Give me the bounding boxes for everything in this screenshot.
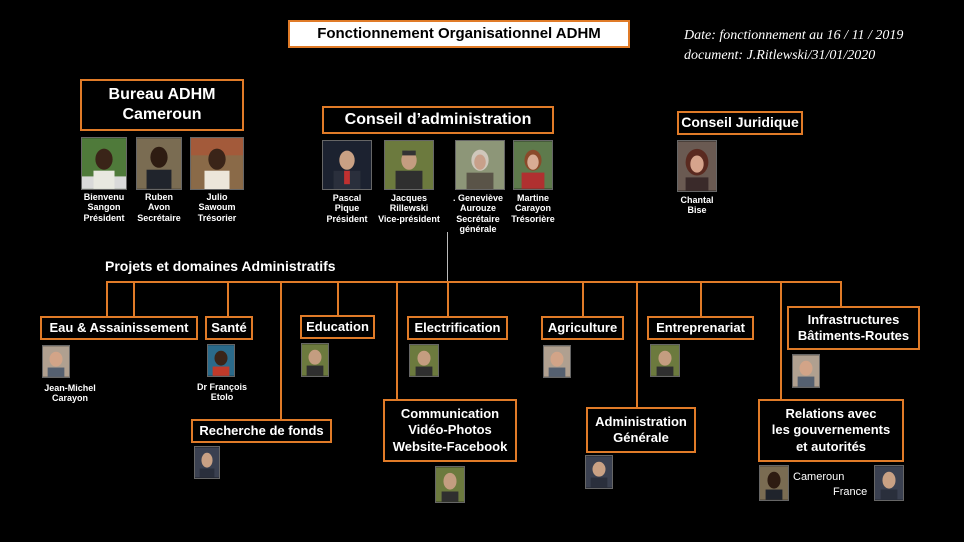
horizontal-branch-line xyxy=(106,281,842,283)
branch-administration xyxy=(636,281,638,407)
branch-eau-2 xyxy=(133,281,135,316)
domain-eau: Eau & Assainissement xyxy=(40,316,198,340)
photo-genevieve-aurouze xyxy=(455,140,505,190)
bureau-box: Bureau ADHM Cameroun xyxy=(80,79,244,131)
branch-relations xyxy=(780,281,782,399)
photo-francois-etolo xyxy=(207,344,235,377)
label-france: France xyxy=(833,486,868,498)
connector-admin-to-projects xyxy=(447,232,448,282)
branch-recherche xyxy=(280,281,282,420)
conseil-juridique-box: Conseil Juridique xyxy=(677,111,803,135)
photo-jean-michel-carayon xyxy=(42,345,70,378)
photo-communication xyxy=(435,466,465,503)
branch-electrification xyxy=(447,281,449,316)
conseil-admin-box: Conseil d’administration xyxy=(322,106,554,134)
photo-administration xyxy=(585,455,613,489)
photo-martine-carayon xyxy=(513,140,553,190)
branch-education xyxy=(337,281,339,315)
branch-eau xyxy=(106,281,108,316)
domain-entreprenariat: Entreprenariat xyxy=(647,316,754,340)
photo-infrastructures xyxy=(792,354,820,388)
meta-document: document: J.Ritlewski/31/01/2020 xyxy=(684,48,876,64)
photo-agriculture xyxy=(543,345,571,378)
label-cameroun: Cameroun xyxy=(793,471,845,483)
branch-infrastructures xyxy=(840,281,842,306)
meta-info: Date: fonctionnement au 16 / 11 / 2019 d… xyxy=(684,26,903,67)
photo-entreprenariat xyxy=(650,344,680,377)
photo-ruben-avon xyxy=(136,137,182,190)
domain-recherche: Recherche de fonds xyxy=(191,419,332,443)
branch-communication xyxy=(396,281,398,399)
branch-agriculture xyxy=(582,281,584,316)
photo-relations-france xyxy=(874,465,904,501)
photo-julio-sawoum xyxy=(190,137,244,190)
bureau-title-line2: Cameroun xyxy=(122,106,202,123)
photo-recherche xyxy=(194,446,220,479)
domain-education: Education xyxy=(300,315,375,339)
domain-sante: Santé xyxy=(205,316,253,340)
photo-pascal-pique xyxy=(322,140,372,190)
branch-sante xyxy=(227,281,229,316)
photo-jacques-rillewski xyxy=(384,140,434,190)
branch-entreprenariat xyxy=(700,281,702,316)
page-title: Fonctionnement Organisationnel ADHM xyxy=(288,20,630,48)
photo-education xyxy=(301,343,329,377)
meta-date: Date: fonctionnement au 16 / 11 / 2019 xyxy=(684,28,904,43)
domain-agriculture: Agriculture xyxy=(541,316,624,340)
photo-chantal-bise xyxy=(677,140,717,192)
photo-relations-cameroun xyxy=(759,465,789,501)
bureau-title-line1: Bureau ADHM xyxy=(108,86,216,103)
photo-electrification xyxy=(409,344,439,377)
photo-bienvenu-sangon xyxy=(81,137,127,190)
domain-electrification: Electrification xyxy=(407,316,508,340)
projets-heading: Projets et domaines Administratifs xyxy=(105,258,336,274)
